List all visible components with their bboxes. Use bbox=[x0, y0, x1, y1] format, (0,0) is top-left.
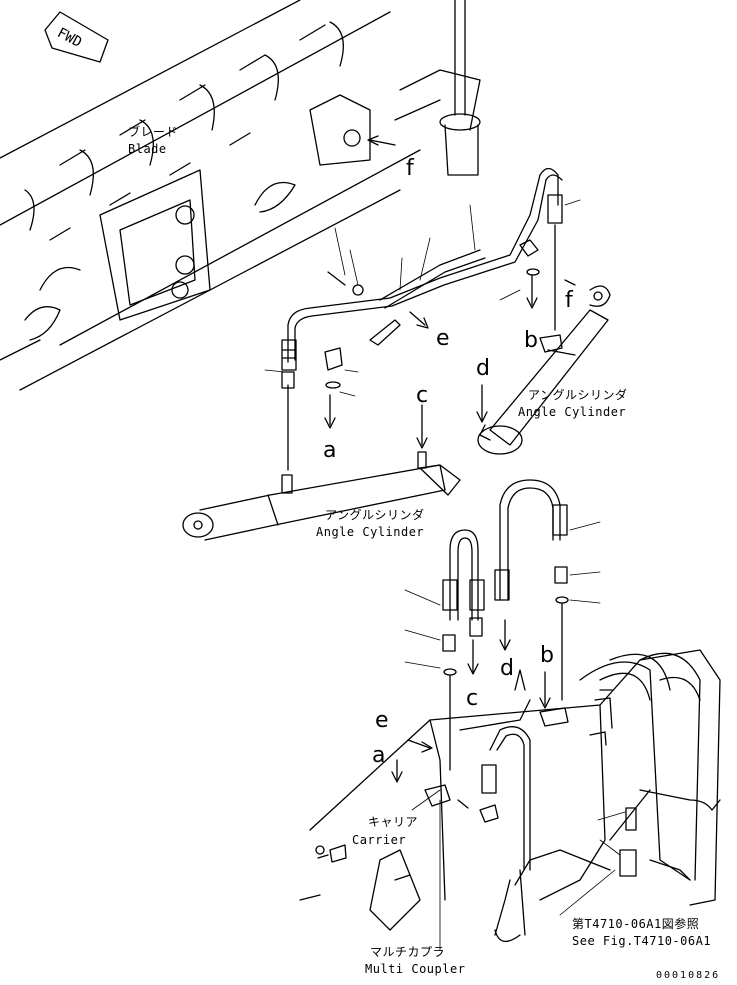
upper-fittings bbox=[324, 239, 563, 389]
callout-f-right: f bbox=[565, 288, 573, 313]
see-fig-label-jp: 第T4710-06A1図参照 bbox=[572, 917, 700, 931]
callout-b-top: b bbox=[524, 328, 538, 353]
blade-label-jp: ブレード bbox=[128, 125, 179, 139]
see-fig-label-en: See Fig.T4710-06A1 bbox=[572, 934, 712, 948]
callout-f-top: f bbox=[406, 156, 414, 181]
lower-hoses bbox=[442, 479, 569, 771]
callout-e-top: e bbox=[436, 326, 450, 351]
blade-tube bbox=[439, 0, 481, 176]
angle-cylinder-left-label-en: Angle Cylinder bbox=[316, 525, 425, 539]
callout-b-bottom: b bbox=[540, 643, 554, 668]
angle-cylinder-right bbox=[477, 285, 611, 455]
callout-a-top: a bbox=[323, 438, 337, 463]
upper-leaders bbox=[264, 199, 581, 397]
angle-cylinder-left bbox=[182, 451, 461, 541]
callout-c-top: c bbox=[416, 383, 429, 408]
lower-arrows bbox=[391, 619, 551, 783]
callout-c-bottom: c bbox=[466, 686, 479, 711]
multi-coupler-label-jp: マルチカプラ bbox=[370, 945, 446, 959]
angle-cylinder-right-label-en: Angle Cylinder bbox=[518, 405, 627, 419]
carrier-body bbox=[299, 649, 721, 942]
carrier-label-jp: キャリア bbox=[368, 815, 419, 829]
upper-arrows bbox=[324, 135, 576, 449]
upper-hoses bbox=[281, 167, 563, 471]
carrier-label-en: Carrier bbox=[352, 833, 407, 847]
angle-cylinder-right-label-jp: アングルシリンダ bbox=[528, 388, 628, 402]
callout-d-top: d bbox=[476, 356, 490, 381]
blade-label-en: Blade bbox=[128, 142, 167, 156]
angle-cylinder-left-label-jp: アングルシリンダ bbox=[325, 508, 425, 522]
lower-leaders bbox=[404, 521, 626, 951]
blade-outline bbox=[0, 0, 481, 391]
callout-a-bottom: a bbox=[372, 743, 386, 768]
multi-coupler-label-en: Multi Coupler bbox=[365, 962, 466, 976]
callout-d-bottom: d bbox=[500, 656, 514, 681]
fwd-arrow-icon bbox=[44, 11, 109, 63]
callout-e-bottom: e bbox=[375, 708, 389, 733]
document-number: 00010826 bbox=[656, 970, 721, 981]
